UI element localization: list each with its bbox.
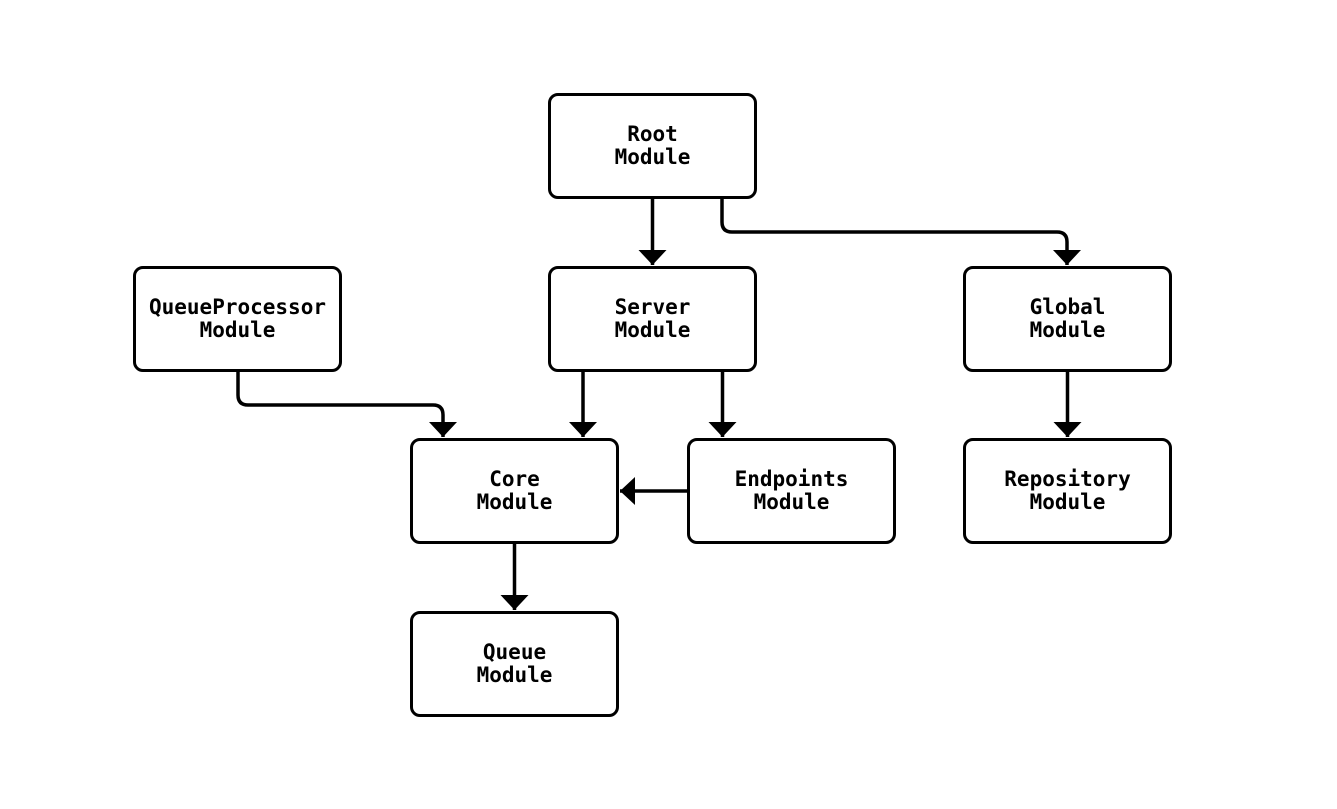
node-label-line: Root (627, 122, 678, 146)
edge-queueprocessor-to-core (236, 372, 457, 437)
node-label-line: Module (199, 318, 276, 342)
node-label-line: Core (489, 467, 540, 491)
node-label-line: Module (1029, 490, 1106, 514)
node-label-line: Module (476, 490, 553, 514)
node-repository-module: Repository Module (963, 438, 1172, 544)
node-label-line: Queue (482, 640, 547, 664)
node-label-line: Server (614, 295, 691, 319)
node-label-line: Global (1029, 295, 1106, 319)
node-global-module: Global Module (963, 266, 1172, 372)
node-label-line: QueueProcessor (148, 295, 326, 319)
node-endpoints-module: Endpoints Module (687, 438, 896, 544)
node-queue-module: Queue Module (410, 611, 619, 717)
node-root-module: Root Module (548, 93, 757, 199)
node-label-line: Module (1029, 318, 1106, 342)
node-label-line: Repository (1004, 467, 1131, 491)
node-server-module: Server Module (548, 266, 757, 372)
node-label-line: Module (753, 490, 830, 514)
node-label-line: Module (614, 318, 691, 342)
node-core-module: Core Module (410, 438, 619, 544)
node-label-line: Module (614, 145, 691, 169)
node-queueprocessor-module: QueueProcessor Module (133, 266, 342, 372)
node-label-line: Endpoints (734, 467, 849, 491)
node-label-line: Module (476, 663, 553, 687)
edge-root-to-global (720, 199, 1081, 265)
